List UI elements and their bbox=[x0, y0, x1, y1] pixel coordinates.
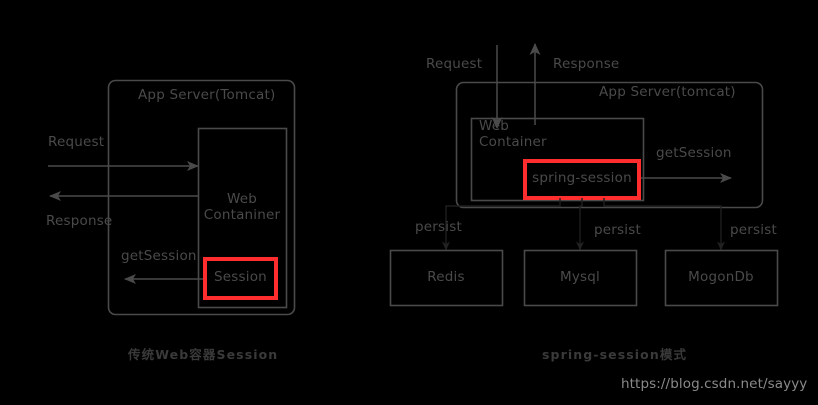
persist-connectors bbox=[442, 198, 725, 251]
persist-label-redis: persist bbox=[415, 219, 462, 235]
store-box-mongodb bbox=[664, 249, 779, 307]
left-response-label: Response bbox=[46, 213, 113, 229]
left-request-label: Request bbox=[48, 134, 105, 150]
persist-connector-redis bbox=[442, 198, 561, 251]
left-diagram-shapes bbox=[48, 79, 296, 316]
persist-label-mysql: persist bbox=[594, 222, 641, 238]
left-caption: 传统Web容器Session bbox=[128, 347, 279, 362]
left-session-label: Session bbox=[214, 269, 267, 285]
right-request-label: Request bbox=[426, 56, 483, 72]
left-web-container-label: Web Contaniner bbox=[203, 191, 281, 223]
store-label-mongodb: MogonDb bbox=[688, 269, 754, 285]
store-label-redis: Redis bbox=[427, 269, 465, 285]
store-box-mysql bbox=[523, 249, 638, 307]
right-app-server-box bbox=[455, 81, 764, 209]
left-app-server-box bbox=[107, 79, 296, 316]
store-box-redis bbox=[389, 249, 504, 307]
left-get-session-label: getSession bbox=[121, 248, 197, 264]
persist-connector-mongodb bbox=[603, 198, 725, 251]
right-app-server-label: App Server(tomcat) bbox=[599, 84, 736, 100]
persist-connector-mysql bbox=[576, 198, 584, 251]
right-caption: spring-session模式 bbox=[542, 347, 688, 362]
right-spring-session-label: spring-session bbox=[532, 170, 632, 186]
right-web-container-box bbox=[470, 117, 645, 202]
persist-label-mongodb: persist bbox=[730, 222, 777, 238]
right-web-container-label: Web Container bbox=[479, 118, 547, 150]
right-get-session-label: getSession bbox=[656, 145, 732, 161]
left-app-server-label: App Server(Tomcat) bbox=[138, 87, 276, 103]
left-session-box bbox=[203, 257, 278, 300]
watermark: https://blog.csdn.net/sayyy bbox=[621, 376, 808, 392]
store-label-mysql: Mysql bbox=[560, 269, 600, 285]
left-web-container-box bbox=[197, 127, 288, 309]
right-diagram-shapes bbox=[389, 43, 779, 307]
right-response-label: Response bbox=[553, 56, 620, 72]
